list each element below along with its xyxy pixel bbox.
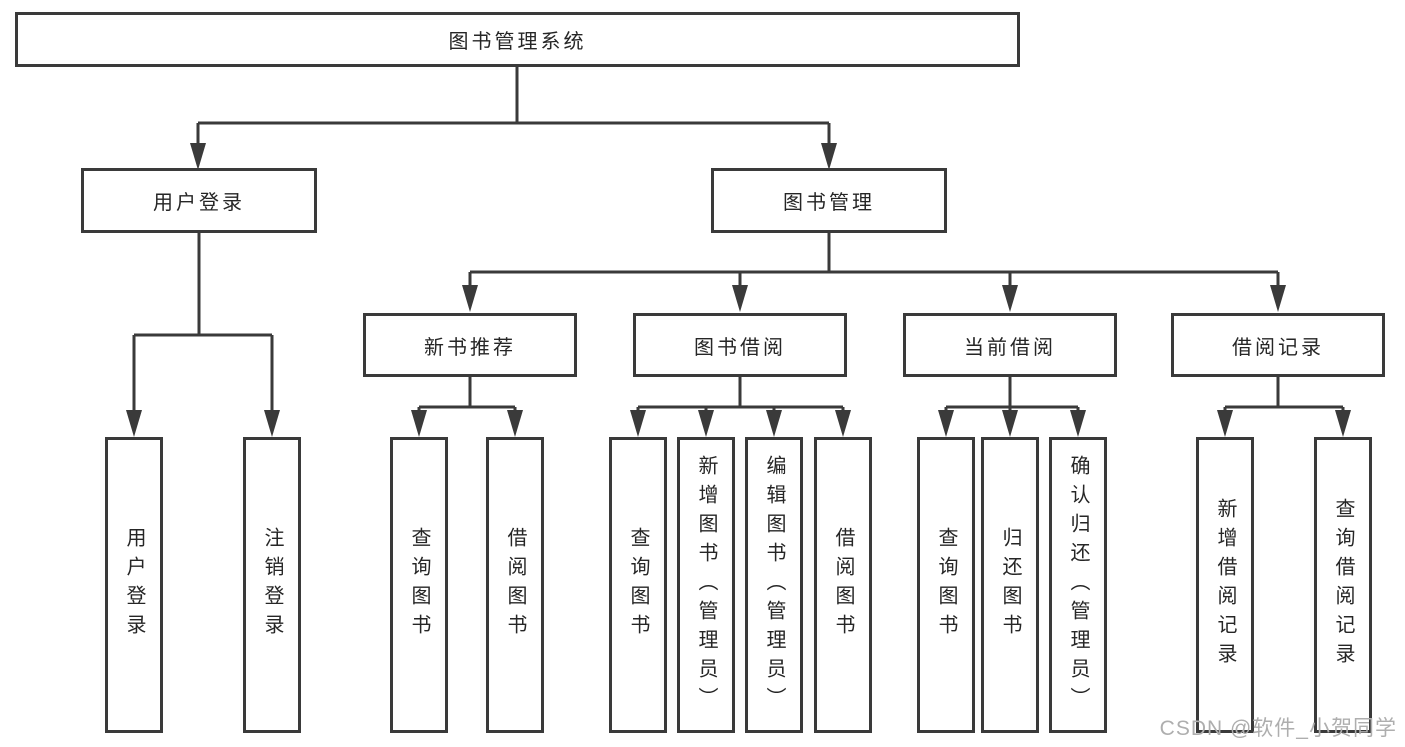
leaf-borrowing-add-books-admin: 新增图书（管理员） (677, 437, 735, 733)
node-label: 图书借阅 (694, 336, 786, 359)
node-label: 新书推荐 (424, 336, 516, 359)
node-user-login: 用户登录 (81, 168, 317, 233)
node-current-borrowing: 当前借阅 (903, 313, 1117, 377)
leaf-label: 新增借阅记录 (1214, 498, 1236, 672)
leaf-records-add-record: 新增借阅记录 (1196, 437, 1254, 733)
leaf-borrowing-borrow-books: 借阅图书 (814, 437, 872, 733)
node-label: 用户登录 (153, 192, 245, 214)
node-label: 图书管理系统 (448, 31, 587, 53)
node-label: 当前借阅 (964, 336, 1056, 359)
leaf-records-query-record: 查询借阅记录 (1314, 437, 1372, 733)
leaf-label: 新增图书（管理员） (695, 454, 717, 716)
leaf-label: 借阅图书 (832, 527, 854, 643)
node-library-management-system: 图书管理系统 (15, 12, 1020, 67)
leaf-current-return-books: 归还图书 (981, 437, 1039, 733)
leaf-current-confirm-return-admin: 确认归还（管理员） (1049, 437, 1107, 733)
leaf-recommend-query-books: 查询图书 (390, 437, 448, 733)
node-label: 借阅记录 (1232, 336, 1324, 359)
leaf-label: 归还图书 (999, 527, 1021, 643)
node-book-borrowing: 图书借阅 (633, 313, 847, 377)
leaf-label: 查询图书 (935, 527, 957, 643)
leaf-borrowing-query-books: 查询图书 (609, 437, 667, 733)
leaf-label: 编辑图书（管理员） (763, 454, 785, 716)
node-borrowing-records: 借阅记录 (1171, 313, 1385, 377)
leaf-label: 查询图书 (627, 527, 649, 643)
leaf-user-login: 用户登录 (105, 437, 163, 733)
leaf-recommend-borrow-books: 借阅图书 (486, 437, 544, 733)
leaf-label: 注销登录 (261, 527, 283, 643)
leaf-label: 借阅图书 (504, 527, 526, 643)
node-label: 图书管理 (783, 192, 875, 214)
leaf-label: 确认归还（管理员） (1067, 454, 1089, 716)
leaf-logout: 注销登录 (243, 437, 301, 733)
leaf-borrowing-edit-books-admin: 编辑图书（管理员） (745, 437, 803, 733)
leaf-label: 用户登录 (123, 527, 145, 643)
node-new-book-recommendation: 新书推荐 (363, 313, 577, 377)
leaf-label: 查询图书 (408, 527, 430, 643)
node-book-management: 图书管理 (711, 168, 947, 233)
leaf-label: 查询借阅记录 (1332, 498, 1354, 672)
leaf-current-query-books: 查询图书 (917, 437, 975, 733)
csdn-watermark: CSDN @软件_小贺同学 (1159, 717, 1397, 740)
